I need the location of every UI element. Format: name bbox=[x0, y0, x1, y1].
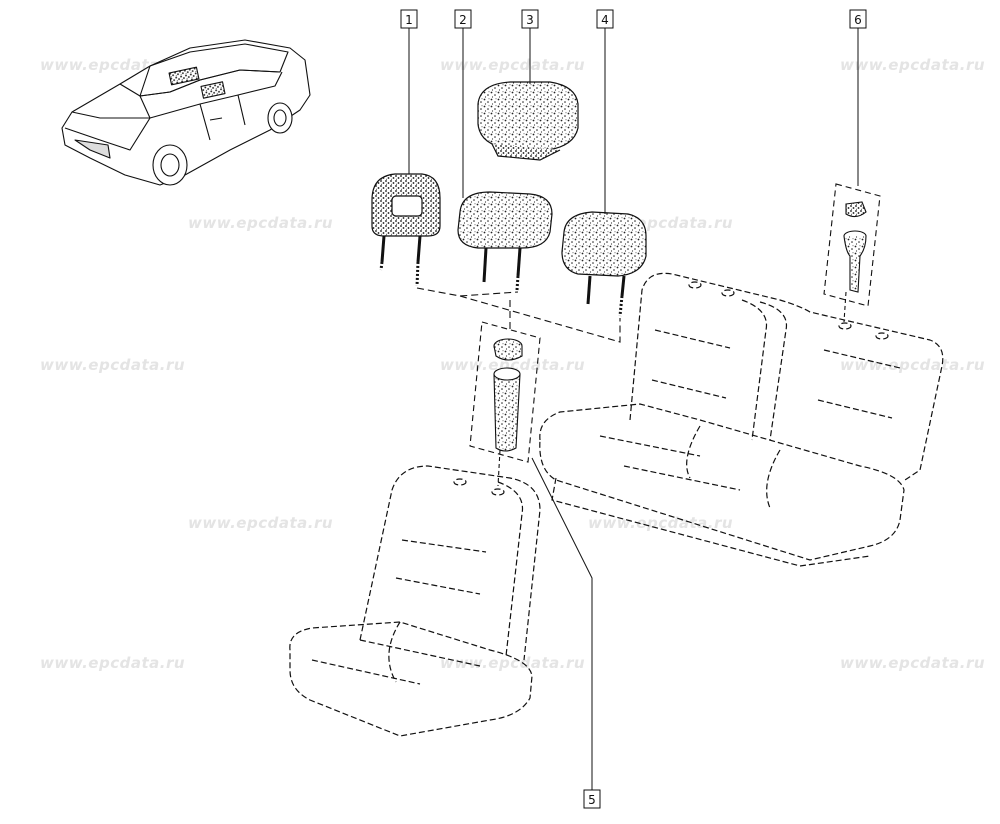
callout-1: 1 bbox=[400, 9, 418, 29]
callout-box bbox=[400, 9, 418, 29]
callout-box bbox=[521, 9, 539, 29]
watermark-text: www.epcdata.ru bbox=[188, 514, 333, 532]
watermark-text: www.epcdata.ru bbox=[188, 214, 333, 232]
callout-number: 1 bbox=[405, 13, 413, 27]
callout-box bbox=[583, 789, 601, 809]
front-seat bbox=[289, 465, 541, 737]
car-illustration bbox=[61, 39, 311, 186]
watermark-text: www.epcdata.ru bbox=[840, 56, 985, 74]
callout-number: 6 bbox=[854, 13, 862, 27]
guide-assembly bbox=[469, 321, 541, 487]
watermarks: www.epcdata.ru www.epcdata.ru www.epcdat… bbox=[40, 56, 985, 672]
watermark-text: www.epcdata.ru bbox=[840, 654, 985, 672]
rear-bench-seat bbox=[539, 272, 944, 567]
callout-box bbox=[454, 9, 472, 29]
headrest-rear-left bbox=[457, 191, 553, 291]
watermark-text: www.epcdata.ru bbox=[440, 654, 585, 672]
callout-number: 3 bbox=[526, 13, 534, 27]
callout-3: 3 bbox=[521, 9, 539, 29]
leader-line-5 bbox=[531, 457, 593, 790]
watermark-text: www.epcdata.ru bbox=[40, 356, 185, 374]
callout-number: 4 bbox=[601, 13, 609, 27]
callout-4: 4 bbox=[596, 9, 614, 29]
headrest-rear-right bbox=[561, 211, 647, 317]
callout-number: 5 bbox=[588, 793, 596, 807]
watermark-text: www.epcdata.ru bbox=[440, 356, 585, 374]
callouts: 1 2 3 4 5 6 bbox=[400, 9, 867, 809]
watermark-text: www.epcdata.ru bbox=[440, 56, 585, 74]
watermark-text: www.epcdata.ru bbox=[840, 356, 985, 374]
callout-5: 5 bbox=[583, 789, 601, 809]
headrest-separate bbox=[477, 81, 579, 161]
callout-number: 2 bbox=[459, 13, 467, 27]
callout-box bbox=[596, 9, 614, 29]
callout-box bbox=[849, 9, 867, 29]
guide-assembly-rear bbox=[823, 183, 881, 323]
watermark-text: www.epcdata.ru bbox=[588, 514, 733, 532]
callout-6: 6 bbox=[849, 9, 867, 29]
leader-lines bbox=[408, 28, 859, 790]
headrest-link-lines bbox=[416, 287, 621, 343]
headrest-front bbox=[371, 173, 441, 287]
callout-2: 2 bbox=[454, 9, 472, 29]
watermark-text: www.epcdata.ru bbox=[40, 654, 185, 672]
